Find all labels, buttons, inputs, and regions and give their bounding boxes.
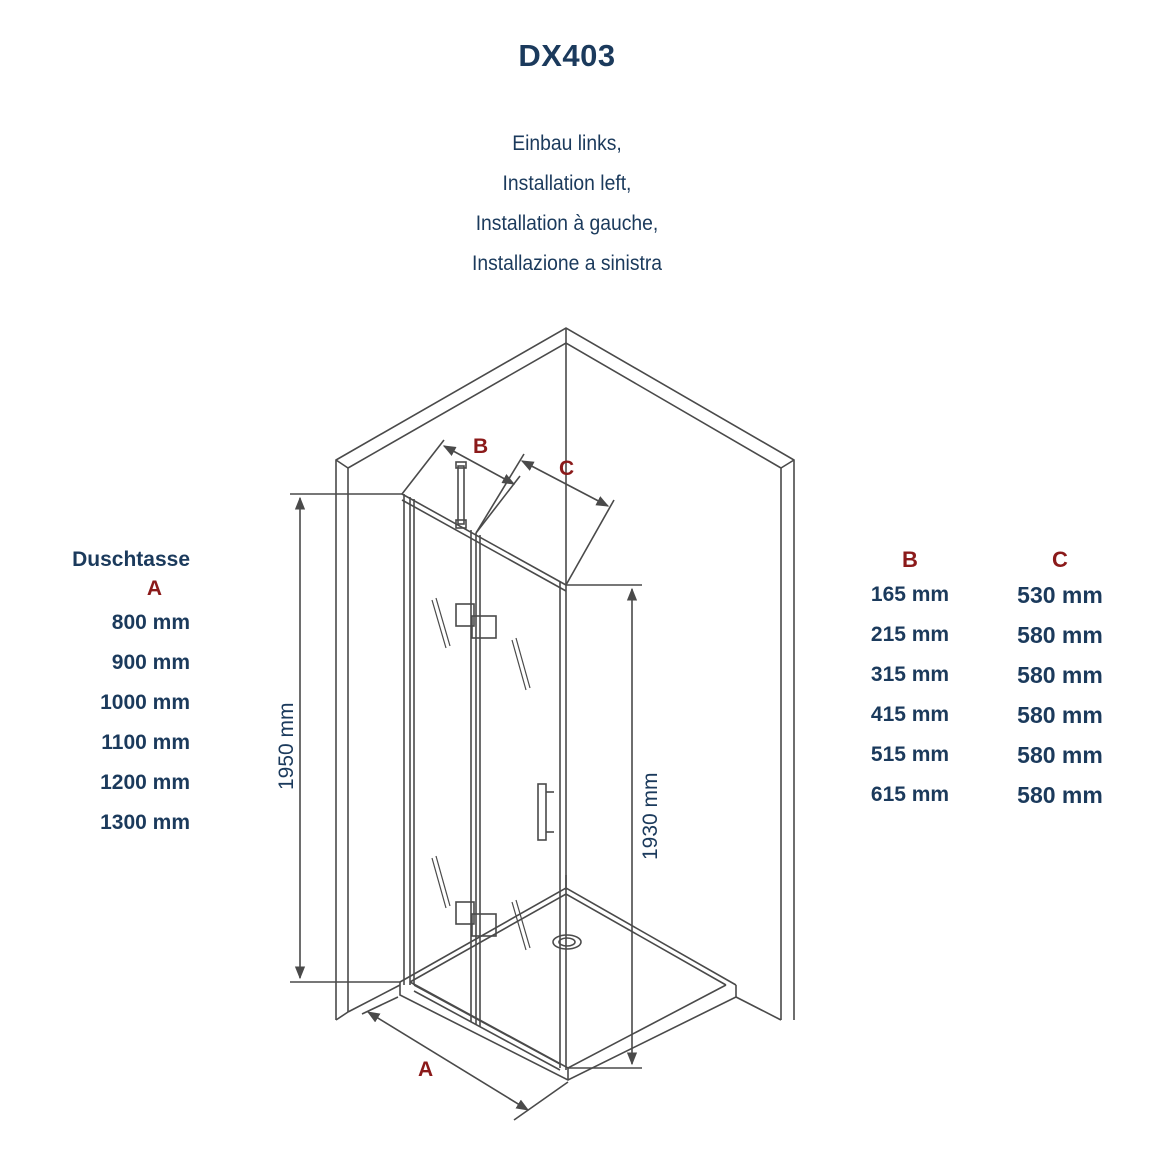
b-column: B 165 mm 215 mm 315 mm 415 mm 515 mm 615… (850, 545, 970, 815)
dimension-lines (290, 439, 642, 1121)
c-value: 580 mm (1017, 662, 1103, 688)
tray-size-row: 1200 mm (100, 771, 190, 794)
dim-height-door: 1930 mm (639, 772, 662, 860)
tray-size-row: 1000 mm (100, 691, 190, 714)
folding-door (401, 461, 567, 1071)
b-header: B (902, 547, 918, 572)
subtitle-it: Installazione a sinistra (471, 252, 663, 275)
c-header: C (1052, 547, 1068, 572)
c-value: 580 mm (1017, 742, 1103, 768)
b-value: 315 mm (870, 663, 950, 686)
tray-size-row: 800 mm (111, 611, 190, 634)
drain-icon (552, 934, 582, 950)
c-value: 580 mm (1017, 702, 1103, 728)
b-value: 615 mm (870, 783, 950, 806)
b-value: 215 mm (870, 623, 950, 646)
tray-size-row: 1100 mm (101, 731, 190, 754)
c-column: C 530 mm 580 mm 580 mm 580 mm 580 mm 580… (1000, 545, 1120, 815)
c-value: 580 mm (1017, 782, 1103, 808)
label-b: B (473, 435, 488, 458)
label-c: C (559, 457, 574, 480)
door-handle (537, 783, 547, 841)
label-a: A (418, 1058, 433, 1081)
subtitle-fr: Installation à gauche, (475, 212, 659, 235)
upper-hinge (455, 603, 475, 627)
lower-hinge (455, 901, 475, 925)
shower-tray-letter: A (146, 577, 162, 600)
installation-subtitle: Einbau links, Installation left, Install… (0, 124, 1134, 284)
b-value: 515 mm (870, 743, 950, 766)
c-value: 530 mm (1017, 582, 1103, 608)
b-value: 415 mm (870, 703, 950, 726)
shower-tray-table: Duschtasse A 800 mm 900 mm 1000 mm 1100 … (60, 545, 190, 843)
c-value: 580 mm (1017, 622, 1103, 648)
subtitle-en: Installation left, (502, 172, 632, 195)
shower-tray (399, 887, 782, 1081)
tray-size-row: 900 mm (111, 651, 190, 674)
subtitle-de: Einbau links, (512, 132, 622, 155)
dim-height-total: 1950 mm (275, 702, 298, 790)
shower-tray-header: Duschtasse (72, 548, 190, 571)
stabilizer-bar (457, 465, 465, 525)
product-title: DX403 (518, 38, 616, 73)
b-value: 165 mm (870, 583, 950, 606)
tray-size-row: 1300 mm (100, 811, 190, 834)
